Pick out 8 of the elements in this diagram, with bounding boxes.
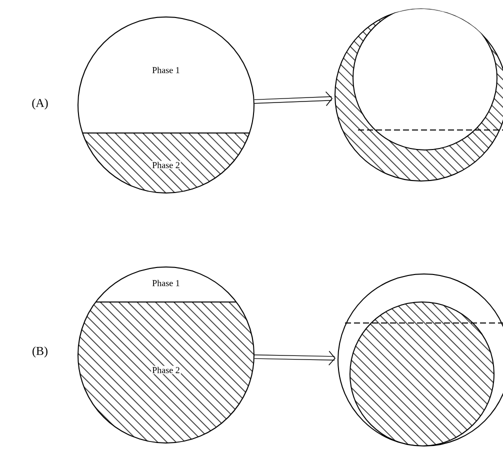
double-arrow bbox=[254, 350, 336, 366]
panel-label: (B) bbox=[32, 346, 48, 358]
vessel-drawing: Phase 1 Phase 2 bbox=[78, 266, 254, 444]
vessel-drawing: Phase 1 Phase 2 bbox=[78, 16, 254, 194]
double-arrow bbox=[254, 91, 333, 106]
vessel-drawing bbox=[338, 274, 503, 446]
panel-label: (A) bbox=[32, 98, 48, 110]
vessel-drawing bbox=[334, 8, 503, 182]
